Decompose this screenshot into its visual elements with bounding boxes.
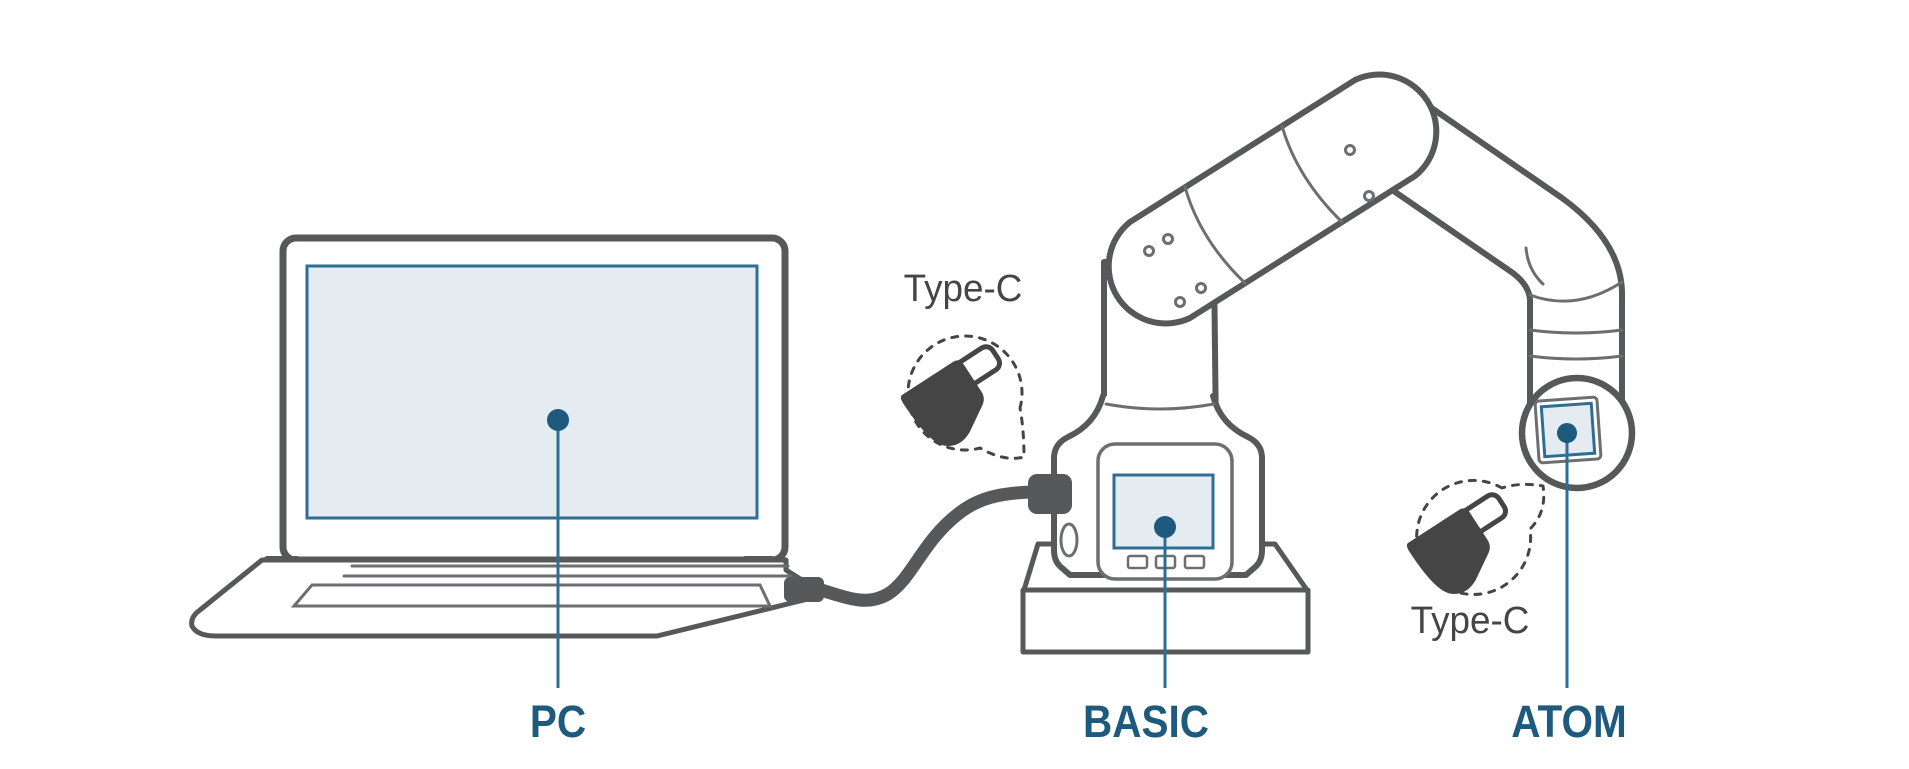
screw-hole <box>1195 282 1207 294</box>
callout-bubble <box>1415 478 1546 596</box>
arm-upper-link <box>1105 71 1440 327</box>
base-speaker-oval <box>1059 522 1079 558</box>
screw-hole <box>1363 190 1375 202</box>
wrist-crease-line <box>1524 246 1545 286</box>
type-c-callout-left <box>900 334 1026 460</box>
arm-forearm <box>1382 97 1626 433</box>
laptop-base <box>189 557 819 639</box>
lead-dot-atom <box>1557 423 1577 443</box>
lead-dot-pc <box>547 409 569 431</box>
laptop-keyboard-area <box>290 583 773 608</box>
type-c-callout-right <box>1406 478 1546 596</box>
plug-body <box>1406 508 1490 594</box>
label-atom: ATOM <box>1511 696 1627 747</box>
wrist-joint-line <box>1528 280 1624 303</box>
laptop-screen <box>305 264 759 520</box>
label-type-c-right: Type-C <box>1410 600 1530 642</box>
usb-type-c-plug-icon <box>900 344 1003 446</box>
label-basic: BASIC <box>1082 696 1210 747</box>
base-button-3 <box>1183 554 1206 570</box>
lead-dot-basic <box>1154 516 1176 538</box>
upper-link-seam-2 <box>1280 124 1344 224</box>
screw-hole <box>1344 144 1356 156</box>
screw-hole <box>1162 233 1174 245</box>
base-neck-seam <box>1104 402 1216 411</box>
label-pc: PC <box>529 696 587 747</box>
annotation-leads <box>547 409 1577 688</box>
wrist-ring-2 <box>1528 354 1624 361</box>
robot-arm <box>1020 71 1636 655</box>
laptop-usb-port-plug <box>784 577 824 602</box>
plug-body <box>900 360 984 446</box>
usb-plug-basic <box>1028 474 1072 514</box>
screw-hole <box>1174 296 1186 308</box>
laptop <box>189 234 824 639</box>
wrist-ring-1 <box>1528 328 1624 335</box>
base-button-1 <box>1126 554 1149 570</box>
screw-hole <box>1143 245 1155 257</box>
usb-type-c-plug-icon <box>1406 492 1509 594</box>
label-type-c-left: Type-C <box>903 268 1023 310</box>
usb-cable <box>811 485 1039 607</box>
upper-link-seam-1 <box>1183 185 1247 285</box>
